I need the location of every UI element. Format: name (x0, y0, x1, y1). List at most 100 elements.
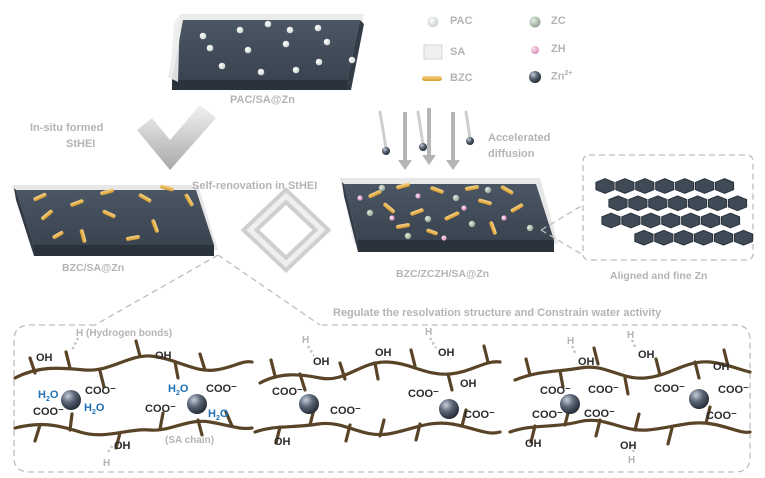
zn-hexagon-grain (674, 229, 694, 246)
sa-chain-p2-bottom (253, 421, 502, 437)
legend-sa-label: SA (450, 46, 466, 58)
slab-pac-sa-zn (168, 14, 364, 90)
p1-h2o-3: H2O (168, 383, 189, 398)
zn-hexagon-grain (681, 212, 701, 229)
p1-sa-chain-label: (SA chain) (165, 435, 215, 446)
p1-h-bottom: H (103, 458, 111, 469)
zn-hexagon-grain (694, 229, 714, 246)
p1-oh-top-left: OH (36, 352, 53, 364)
p2-oh3: OH (438, 347, 455, 359)
zn-hexagon-grain (675, 178, 695, 194)
zn-hexagon-grain (628, 195, 648, 212)
legend-bzc-symbol (422, 76, 442, 81)
p3-coo2: COO⁻ (588, 384, 619, 396)
p3-oh2: OH (638, 349, 655, 361)
self-renovation-loop (240, 187, 332, 273)
zn-hexagon-grain (695, 178, 715, 194)
insitu-arrow (137, 105, 216, 170)
label-bzc-sa-zn: BZC/SA@Zn (62, 262, 125, 274)
zn-hexagon-grain (654, 229, 674, 246)
sa-chain-p1-bottom (13, 419, 254, 437)
zn-hexagon-grain (727, 195, 748, 212)
p3-coo7: COO⁻ (654, 383, 685, 395)
legend-pac-symbol (427, 16, 439, 28)
legend-pac-label: PAC (450, 15, 473, 27)
zn-hexagon-grain (714, 229, 734, 246)
legend (422, 16, 541, 83)
label-bzc-zczh-sa-zn: BZC/ZCZH/SA@Zn (396, 268, 490, 280)
zn-ions-chains (61, 389, 709, 419)
bzc-rods-left (33, 184, 194, 243)
zn-hexagon-grain (615, 178, 635, 194)
zn-hexagon-grain (595, 178, 615, 194)
zn-hexagon-grain (701, 212, 721, 229)
zn-hexagon-grain (708, 195, 728, 212)
p3-h3: H (628, 455, 636, 466)
zn-hexagon-grain (608, 195, 628, 212)
p2-h2: H (425, 327, 433, 338)
legend-zc-symbol (529, 16, 541, 28)
p3-oh3: OH (713, 361, 730, 373)
p2-h1: H (302, 335, 310, 346)
p1-coo-4: COO⁻ (145, 403, 176, 415)
p3-coo6: COO⁻ (532, 409, 563, 421)
p1-coo-1: COO⁻ (85, 385, 116, 397)
p2-coo1: COO⁻ (272, 386, 303, 398)
p3-oh1: OH (578, 356, 595, 368)
slab-bzc-zczh-sa-zn (340, 178, 558, 252)
zn-hexagon-grain (621, 212, 641, 229)
sa-chain-p1-top (13, 354, 254, 380)
p2-coo3: COO⁻ (408, 388, 439, 400)
legend-zn-label: Zn2+ (551, 70, 573, 83)
p1-oh-bottom: OH (114, 440, 131, 452)
zn-hexagon-grain (634, 229, 654, 246)
p2-coo2: COO⁻ (330, 405, 361, 417)
p3-coo1: COO⁻ (540, 385, 571, 397)
zn-hexagon-grain (601, 212, 621, 229)
p1-oh-top-right: OH (155, 350, 172, 362)
p3-coo5: COO⁻ (706, 410, 737, 422)
sa-chain-panels (13, 339, 752, 450)
bzc-rods-middle (368, 182, 524, 236)
p3-h2: H (627, 330, 635, 341)
zn-hexagon-grain (661, 212, 681, 229)
legend-zn-symbol (529, 71, 541, 83)
zn-hexagon-grain (655, 178, 675, 194)
sa-chain-p2-top (258, 360, 502, 385)
hexagon-zn-grid (595, 178, 754, 246)
legend-zh-label: ZH (551, 43, 566, 55)
p1-h2o-2: H2O (84, 402, 105, 417)
zn-hexagon-grain (668, 195, 688, 212)
pac-particles (199, 20, 356, 76)
hydrogen-bond-lines (70, 337, 638, 453)
p1-h2o-4: H2O (208, 408, 229, 423)
p1-coo-3: COO⁻ (33, 406, 64, 418)
label-aligned-zn: Aligned and fine Zn (610, 270, 708, 282)
p3-coo3: COO⁻ (718, 384, 749, 396)
p2-coo4: COO⁻ (464, 409, 495, 421)
legend-sa-symbol (423, 44, 443, 60)
legend-zc-label: ZC (551, 15, 566, 27)
zn-hexagon-grain (720, 212, 741, 229)
slab-bzc-sa-zn (12, 184, 218, 256)
zn-hexagon-grain (714, 178, 735, 194)
zn-hexagon-grain (635, 178, 655, 194)
p2-oh5: OH (274, 436, 291, 448)
zc-particles (366, 184, 534, 240)
p3-coo4: COO⁻ (584, 408, 615, 420)
zh-particles (357, 193, 507, 241)
sa-chain-p3-bottom (508, 418, 752, 434)
label-regulate: Regulate the resolvation structure and C… (330, 307, 665, 319)
p3-h1: H (567, 336, 575, 347)
legend-bzc-label: BZC (450, 72, 473, 84)
label-pac-sa-zn: PAC/SA@Zn (230, 94, 295, 106)
p1-h2o-1: H2O (38, 389, 59, 404)
p2-oh1: OH (313, 356, 330, 368)
p2-oh2: OH (375, 347, 392, 359)
zn-hexagon-grain (733, 229, 754, 246)
zn-hexagon-grain (641, 212, 661, 229)
p2-oh4: OH (460, 378, 477, 390)
